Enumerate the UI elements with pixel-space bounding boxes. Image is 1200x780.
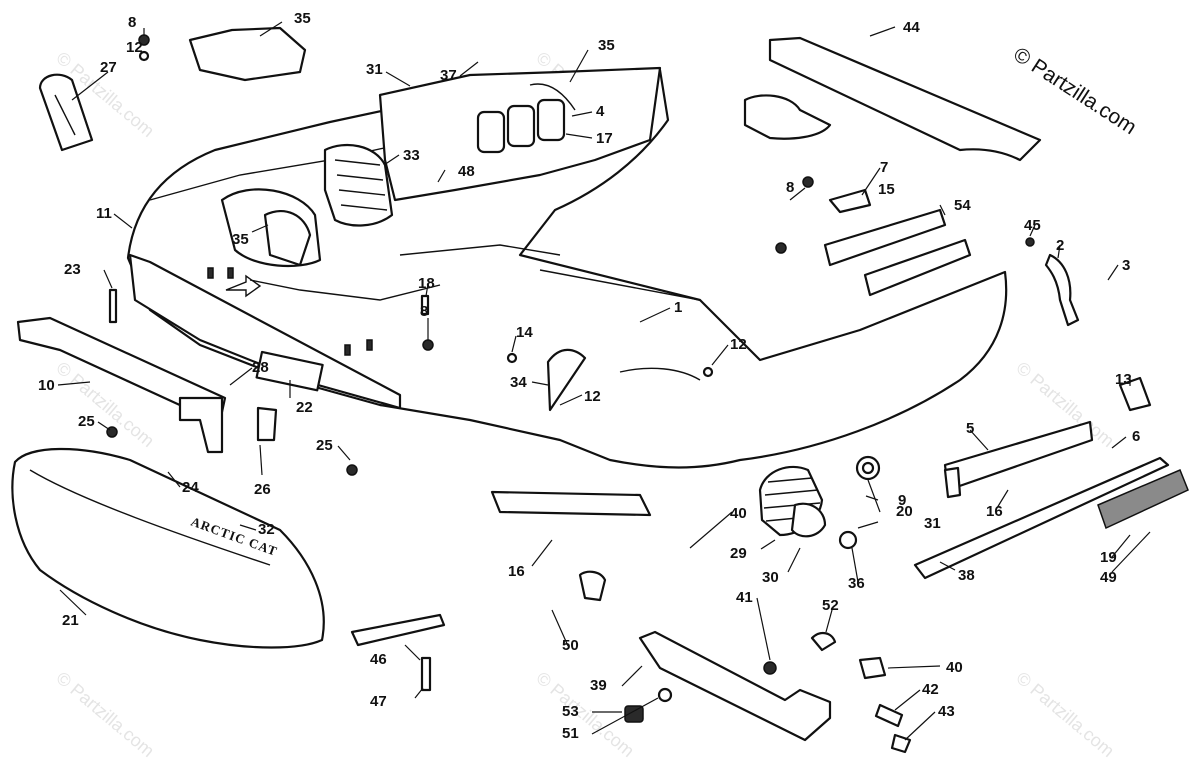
callout-label: 14 [516,324,533,341]
callout-label: 12 [730,336,747,353]
callout-label: 31 [366,61,383,78]
callout-label: 9 [898,492,906,509]
callout-label: 50 [562,637,579,654]
callout-label: 28 [252,359,269,376]
callout-label: 29 [730,545,747,562]
leader-lines [57,21,1151,741]
callout-label: 17 [596,130,613,147]
side-molding [490,490,652,517]
callout-label: 6 [1132,428,1140,445]
brackets-7-15-54 [823,188,972,297]
callout-label: 44 [903,19,920,36]
callout-label: 15 [878,181,895,198]
callout-label: 40 [946,659,963,676]
lower-pan-39 [578,570,832,742]
callout-label: 32 [258,521,275,538]
callout-label: 53 [562,703,579,720]
callout-label: 27 [100,59,117,76]
hood-insert-35 [188,26,307,82]
callout-label: 20 [896,503,913,520]
callout-label: 54 [954,197,971,214]
callout-label: 37 [440,67,457,84]
callout-label: 38 [958,567,975,584]
callout-label: 19 [1100,549,1117,566]
dash-panel [378,66,662,202]
air-intake-boxes [220,143,394,268]
callout-label: 33 [403,147,420,164]
callout-label: 1 [674,299,682,316]
angle-bar-38 [913,456,1189,580]
callout-label: 35 [294,10,311,27]
watermark-text: © Partzilla.com [52,668,158,761]
callout-label: 31 [924,515,941,532]
callout-label: 21 [62,612,79,629]
callout-layer: 8 12 27 35 35 35 31 37 4 17 33 48 44 7 8… [38,10,1140,742]
callout-label: 30 [762,569,779,586]
watermark-text: © Partzilla.com [532,668,638,761]
rear-trim-2 [1044,253,1080,327]
callout-label: 18 [418,275,435,292]
callout-label: 24 [182,479,199,496]
callout-label: 11 [96,205,112,222]
callout-label: 12 [126,39,143,56]
rear-bar-44 [743,36,1042,162]
callout-label: 8 [420,303,428,320]
callout-label: 47 [370,693,387,710]
callout-label: 13 [1115,371,1132,388]
callout-label: 40 [730,505,747,522]
callout-label: 48 [458,163,475,180]
callout-label: 8 [786,179,794,196]
callout-label: 34 [510,374,527,391]
callout-label: 45 [1024,217,1041,234]
callout-label: 25 [78,413,95,430]
callout-label: 46 [370,651,387,668]
callout-label: 39 [590,677,607,694]
rear-bumper-5 [943,420,1094,499]
callout-label: 16 [986,503,1003,520]
callout-label: 8 [128,14,136,31]
front-side-panel [128,253,402,410]
callout-label: 49 [1100,569,1117,586]
front-bumper-10 [16,316,278,454]
watermark-text: © Partzilla.com [1012,668,1118,761]
hardware-small-parts [106,34,1035,754]
callout-label: 23 [64,261,81,278]
callout-label: 51 [562,725,579,742]
callout-label: 2 [1056,237,1064,254]
callout-label: 4 [596,103,605,120]
callout-label: 35 [598,37,615,54]
callout-label: 26 [254,481,271,498]
clip-13 [1118,376,1152,412]
callout-label: 22 [296,399,313,416]
callout-label: 52 [822,597,839,614]
callout-label: 25 [316,437,333,454]
callout-label: 41 [736,589,753,606]
callout-label: 35 [232,231,249,248]
callout-label: 12 [584,388,601,405]
copyright-text: © Partzilla.com [1009,43,1140,139]
callout-label: 5 [966,420,974,437]
callout-label: 42 [922,681,939,698]
grille-plate-27 [38,73,94,152]
callout-label: 43 [938,703,955,720]
callout-label: 7 [880,159,888,176]
callout-label: 3 [1122,257,1130,274]
nose-cone-21: ARCTIC CAT [11,447,325,649]
bellows-29 [758,465,827,538]
callout-label: 36 [848,575,865,592]
callout-label: 10 [38,377,55,394]
callout-label: 16 [508,563,525,580]
bracket-46 [350,613,446,647]
